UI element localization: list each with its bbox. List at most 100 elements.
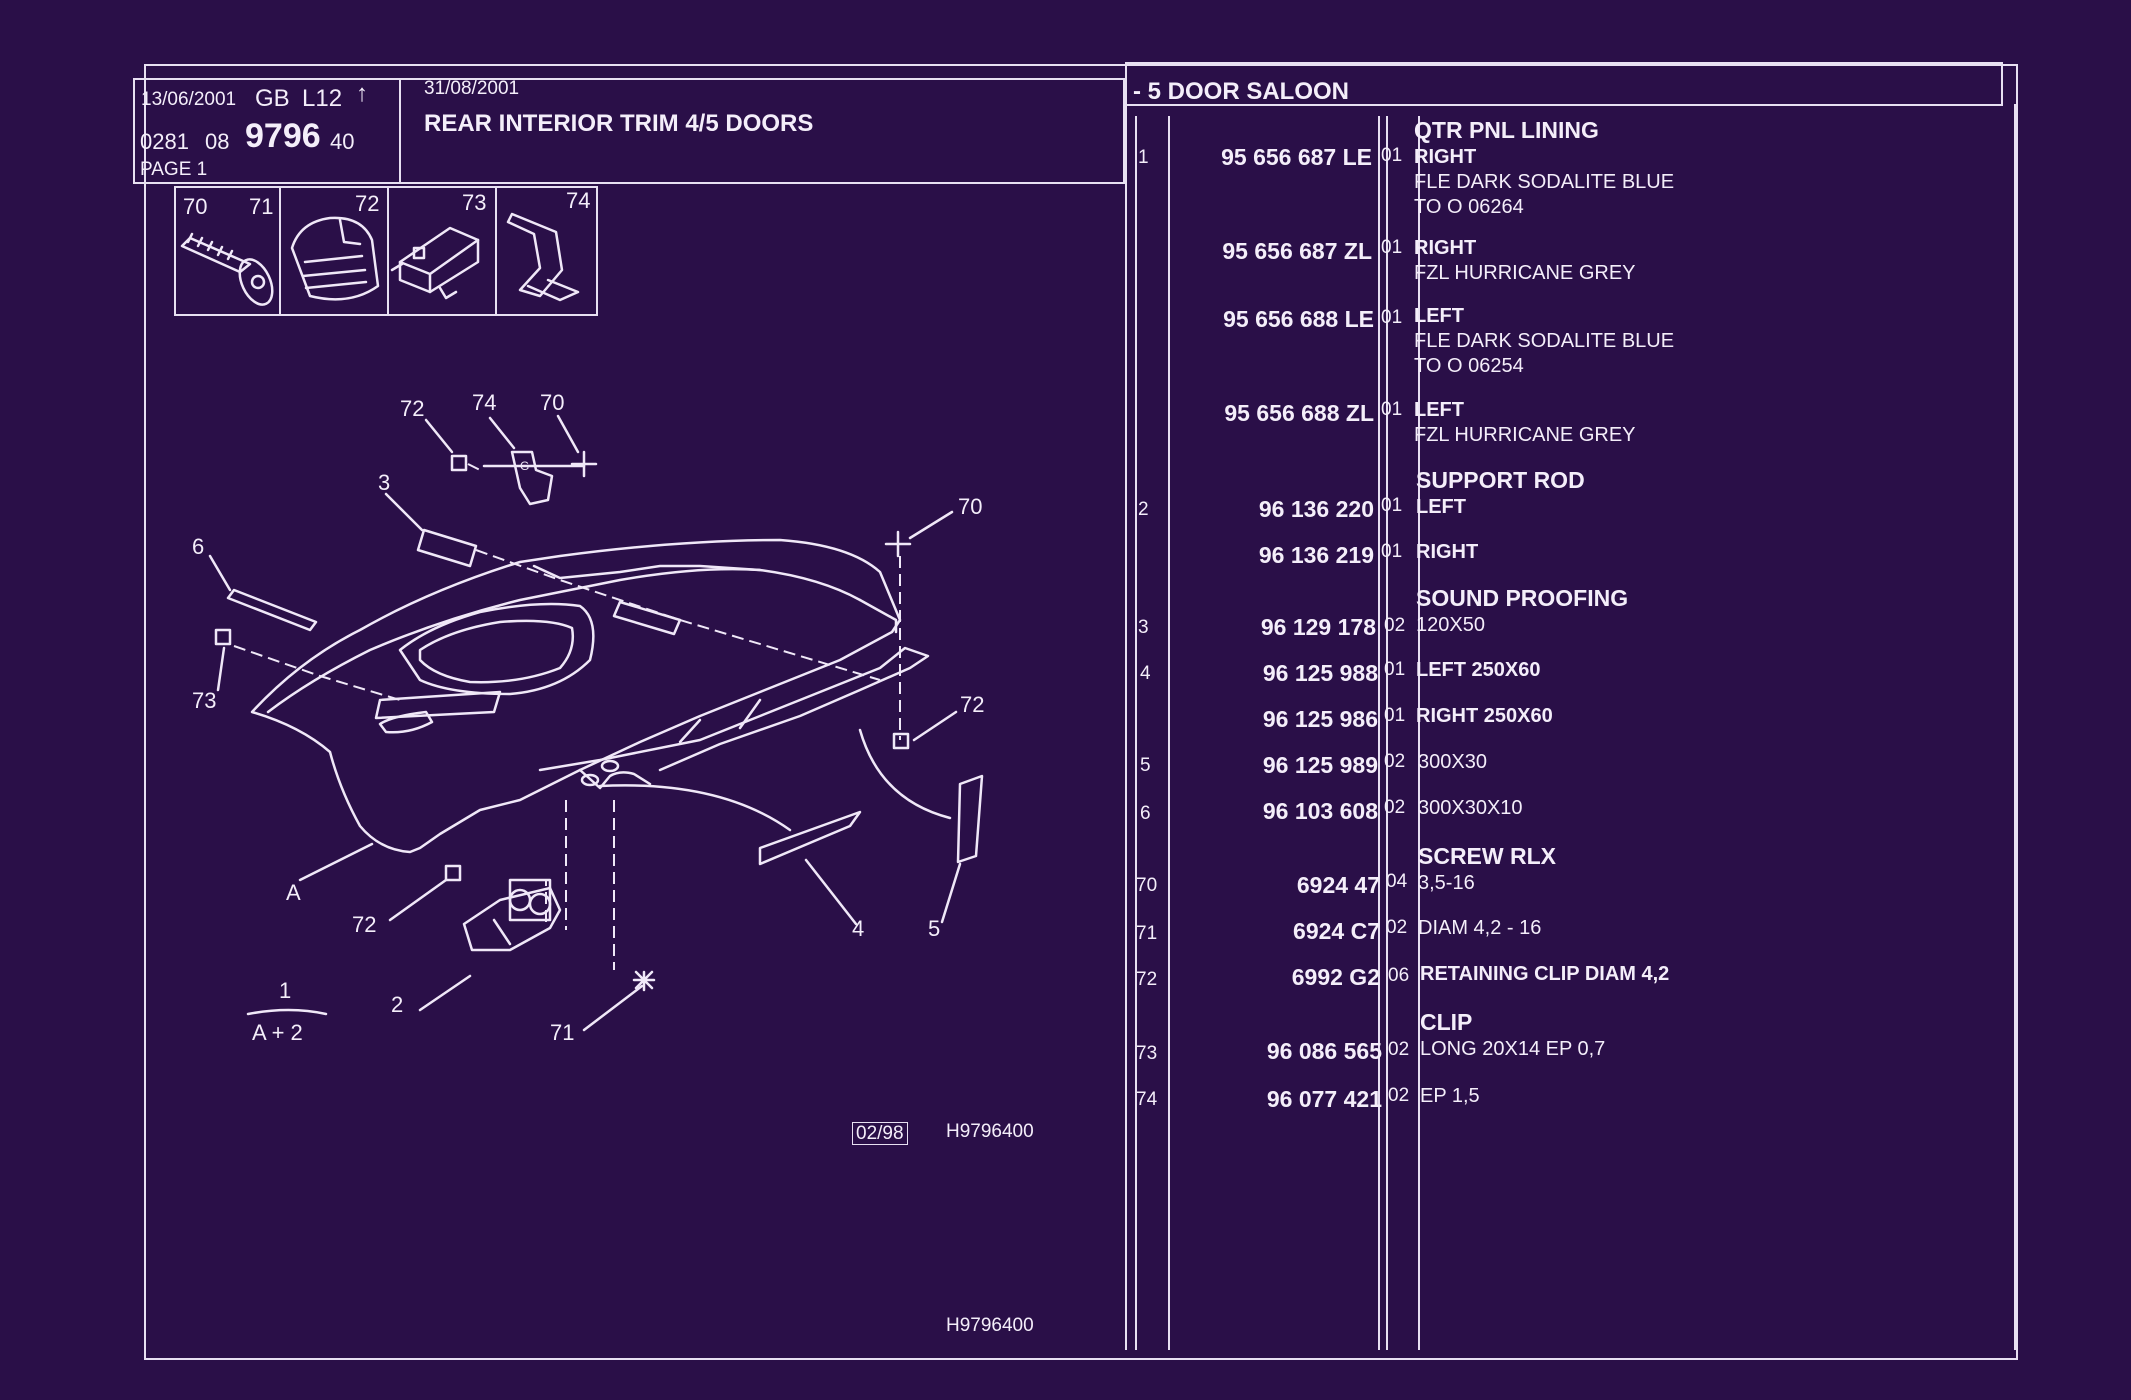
sound-proofing-6 bbox=[226, 588, 318, 632]
part-number: 96 136 219 bbox=[1258, 542, 1374, 568]
desc-line: FLE DARK SODALITE BLUE bbox=[1414, 330, 1675, 352]
quantity: 02 bbox=[1384, 751, 1406, 772]
part-description: LEFT FZL HURRICANE GREY bbox=[1414, 398, 1636, 448]
part-number: 96 125 988 bbox=[1262, 660, 1378, 686]
desc-line: TO O 06254 bbox=[1414, 355, 1524, 377]
table-left-border-inner bbox=[1135, 116, 1137, 1350]
row-index: 3 bbox=[1138, 617, 1149, 638]
part-group-title: SUPPORT ROD bbox=[1416, 467, 1585, 493]
callout-5: 5 bbox=[928, 916, 941, 941]
desc-line: RETAINING CLIP DIAM 4,2 bbox=[1420, 963, 1670, 985]
row-index: 1 bbox=[1138, 147, 1149, 168]
quantity: 04 bbox=[1386, 871, 1408, 892]
quantity: 02 bbox=[1386, 917, 1408, 938]
quantity: 01 bbox=[1381, 399, 1403, 420]
row-index: 73 bbox=[1136, 1043, 1158, 1064]
callout-70a: 70 bbox=[540, 390, 565, 415]
detail-label-72: 72 bbox=[355, 191, 380, 216]
desc-line: LONG 20X14 EP 0,7 bbox=[1420, 1037, 1606, 1060]
callout-72a: 72 bbox=[400, 396, 425, 421]
partno-column-divider-inner bbox=[1386, 116, 1388, 1350]
drawing-reference: H9796400 bbox=[946, 1121, 1034, 1142]
header-date1: 13/06/2001 bbox=[141, 89, 237, 110]
part-description: QTR PNL LINING RIGHT FLE DARK SODALITE B… bbox=[1414, 116, 1674, 220]
desc-line: RIGHT bbox=[1414, 237, 1477, 259]
row-index: 74 bbox=[1136, 1089, 1158, 1110]
support-rod bbox=[598, 784, 792, 832]
header-group-number: 9796 bbox=[245, 117, 321, 155]
part-description: 300X30X10 bbox=[1418, 796, 1523, 821]
desc-line: DIAM 4,2 - 16 bbox=[1418, 917, 1542, 939]
variant-title: - 5 DOOR SALOON bbox=[1133, 78, 1350, 105]
detail-divider-1 bbox=[279, 186, 281, 316]
part-number: 96 086 565 bbox=[1266, 1038, 1382, 1064]
callout-3: 3 bbox=[378, 470, 391, 495]
part-description: LEFT FLE DARK SODALITE BLUE TO O 06254 bbox=[1414, 304, 1674, 379]
drawing-reference-footer: H9796400 bbox=[946, 1315, 1034, 1336]
desc-line: FZL HURRICANE GREY bbox=[1414, 424, 1636, 446]
detail-label-71: 71 bbox=[249, 194, 274, 219]
header-model: L12 bbox=[302, 85, 343, 112]
desc-line: RIGHT bbox=[1416, 541, 1479, 563]
page-frame bbox=[144, 64, 2018, 1360]
revision-stamp: 02/98 bbox=[852, 1122, 908, 1145]
detail-label-74: 74 bbox=[566, 188, 591, 213]
sound-proofing-5 bbox=[956, 774, 984, 864]
sound-proofing-3 bbox=[416, 528, 478, 568]
callout-71: 71 bbox=[550, 1020, 575, 1045]
header-date2: 31/08/2001 bbox=[424, 78, 520, 99]
clip-2 bbox=[462, 878, 562, 952]
row-index: 2 bbox=[1138, 499, 1149, 520]
quantity: 01 bbox=[1381, 495, 1403, 516]
row-index: 6 bbox=[1140, 803, 1151, 824]
row-index: 5 bbox=[1140, 755, 1151, 776]
desc-line: FZL HURRICANE GREY bbox=[1414, 262, 1636, 284]
part-description: RIGHT bbox=[1416, 540, 1478, 565]
quantity: 01 bbox=[1381, 145, 1403, 166]
header-code-c: 40 bbox=[330, 129, 355, 154]
header-page: PAGE 1 bbox=[140, 159, 208, 180]
header-code-b: 08 bbox=[205, 129, 230, 154]
detail-label-70: 70 bbox=[183, 194, 208, 219]
part-description: RIGHT 250X60 bbox=[1416, 704, 1553, 729]
desc-line: 300X30 bbox=[1418, 751, 1487, 773]
part-number: 96 136 220 bbox=[1258, 496, 1374, 522]
quantity: 02 bbox=[1384, 615, 1406, 636]
part-number: 95 656 688 ZL bbox=[1224, 400, 1374, 426]
part-number: 95 656 687 LE bbox=[1221, 144, 1372, 170]
desc-line: EP 1,5 bbox=[1420, 1085, 1480, 1107]
table-right-border bbox=[2014, 104, 2016, 1350]
callout-72b: 72 bbox=[960, 692, 985, 717]
desc-line: RIGHT bbox=[1414, 145, 1477, 168]
detail-parts-box bbox=[174, 186, 598, 316]
long-clip-icon bbox=[390, 226, 480, 300]
arrow-up-icon: ↑ bbox=[356, 80, 368, 107]
header-box bbox=[133, 78, 1125, 184]
row-index: 70 bbox=[1136, 875, 1158, 896]
sound-proofing-extra bbox=[612, 600, 682, 636]
part-group-title: SCREW RLX bbox=[1418, 843, 1556, 869]
quantity: 02 bbox=[1384, 797, 1406, 818]
retaining-clip-icon bbox=[290, 216, 380, 301]
callout-4: 4 bbox=[852, 916, 865, 941]
part-number: 96 125 986 bbox=[1262, 706, 1378, 732]
callout-1: 1 bbox=[279, 978, 292, 1003]
part-number: 96 077 421 bbox=[1266, 1086, 1382, 1112]
desc-line: 120X50 bbox=[1416, 613, 1485, 636]
desc-line: RIGHT 250X60 bbox=[1416, 705, 1553, 727]
callout-70b: 70 bbox=[958, 494, 983, 519]
quantity: 01 bbox=[1381, 237, 1403, 258]
part-description: RIGHT FZL HURRICANE GREY bbox=[1414, 236, 1636, 286]
desc-line: FLE DARK SODALITE BLUE bbox=[1414, 170, 1675, 193]
quantity: 02 bbox=[1388, 1085, 1410, 1106]
part-group-title: QTR PNL LINING bbox=[1414, 117, 1599, 143]
desc-line: LEFT bbox=[1414, 305, 1464, 327]
qty-column-divider bbox=[1418, 116, 1420, 1350]
header-divider bbox=[399, 78, 401, 184]
part-description: EP 1,5 bbox=[1420, 1084, 1480, 1109]
part-description: CLIP LONG 20X14 EP 0,7 bbox=[1420, 1008, 1605, 1062]
callout-72c: 72 bbox=[352, 912, 377, 937]
desc-line: 300X30X10 bbox=[1418, 797, 1523, 819]
desc-line: LEFT 250X60 bbox=[1416, 659, 1541, 681]
